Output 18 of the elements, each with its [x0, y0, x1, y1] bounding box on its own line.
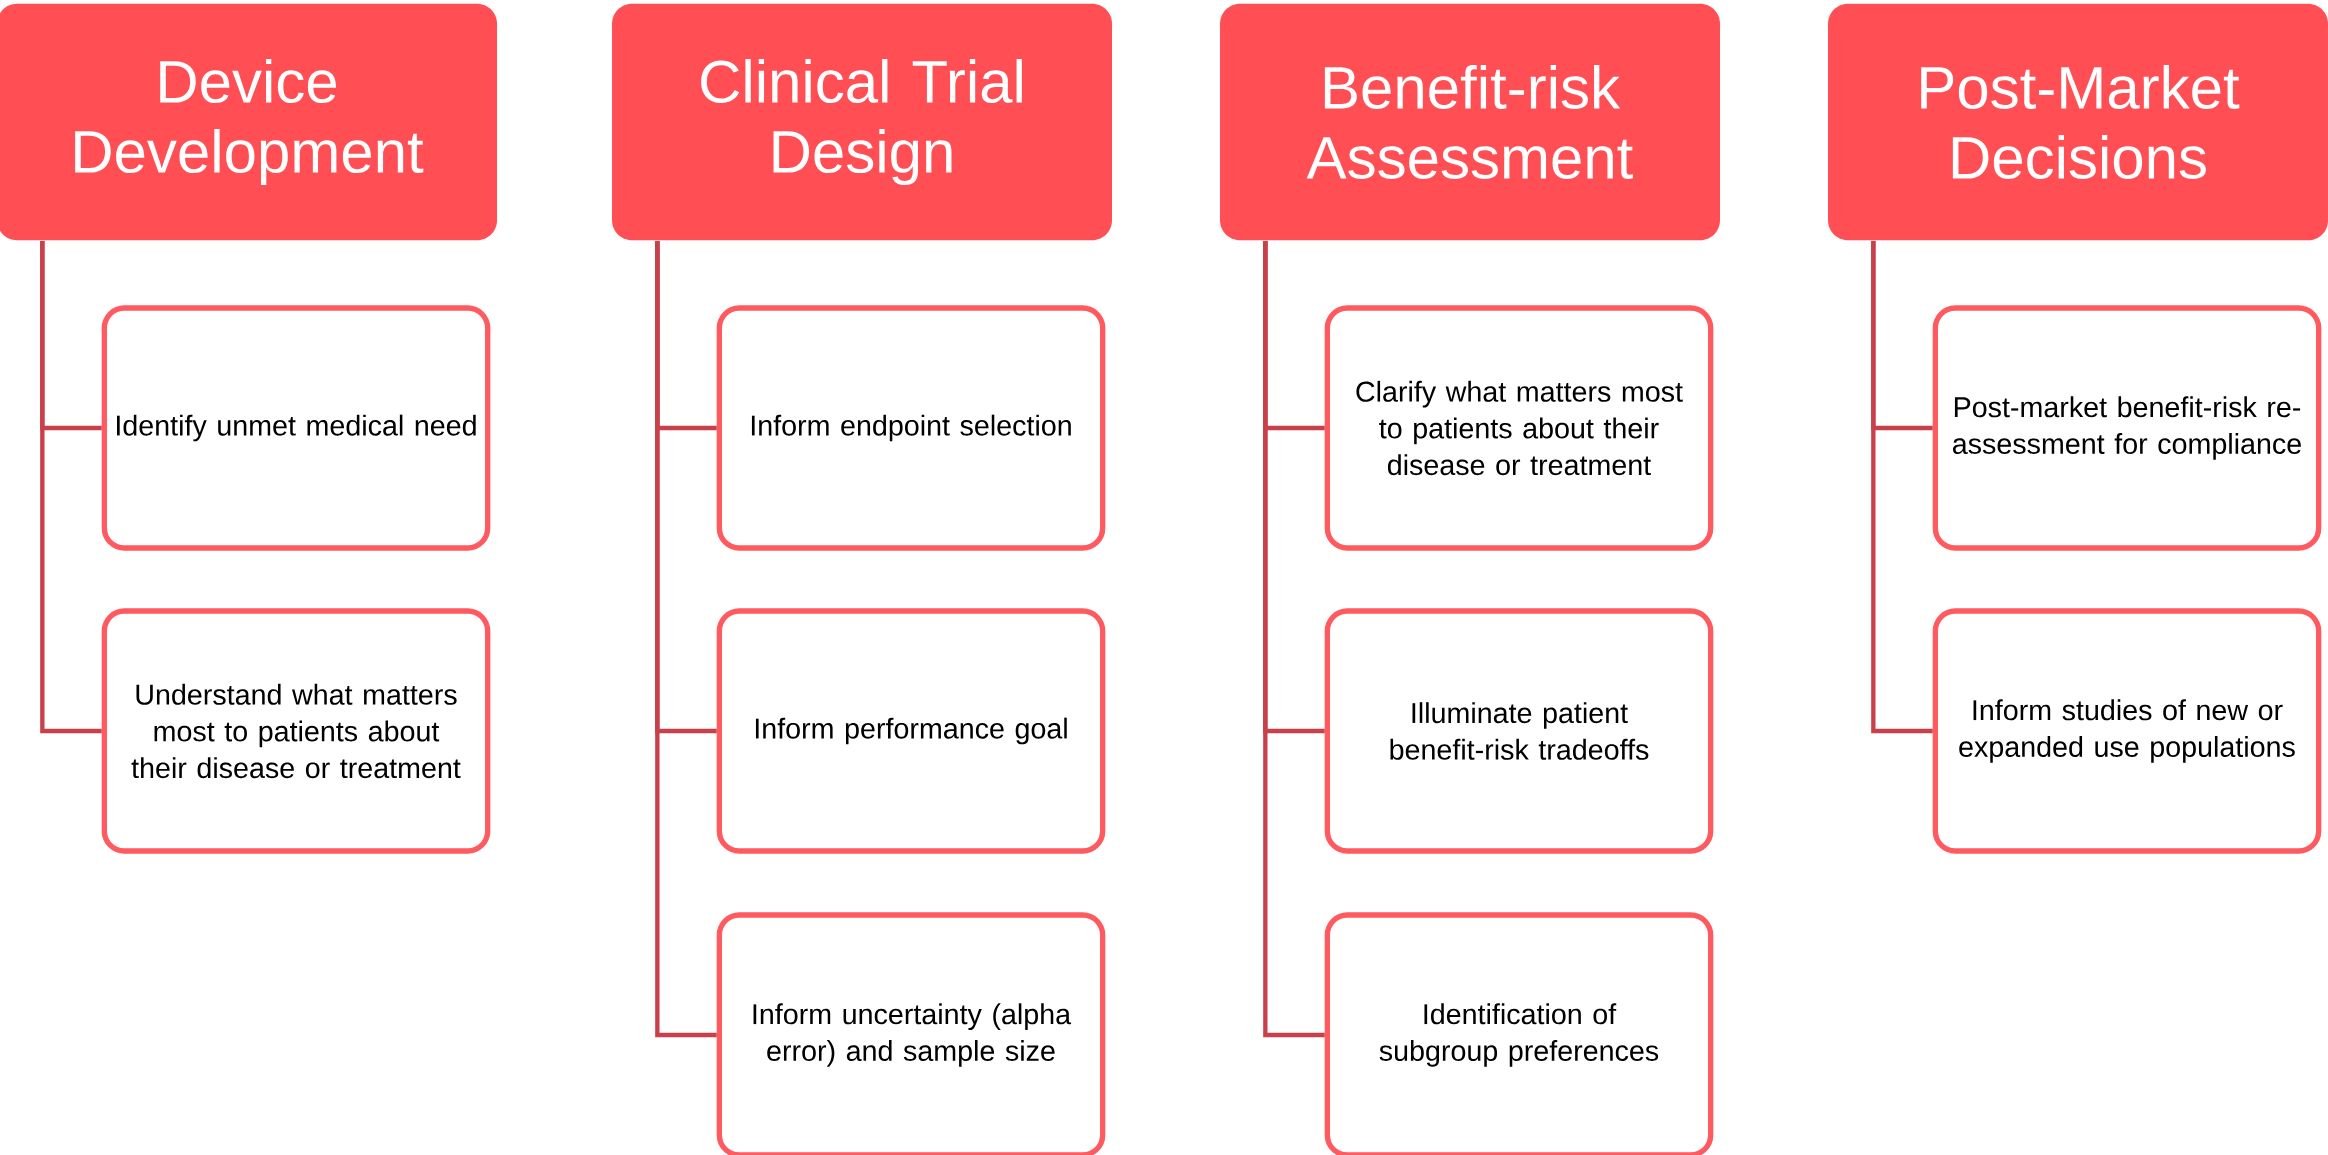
connector-line — [1871, 241, 1933, 734]
connector-line — [40, 241, 102, 734]
header-box: Benefit-risk Assessment — [1220, 3, 1720, 241]
header-box: Clinical Trial Design — [612, 3, 1112, 241]
item-box: Clarify what matters most to patients about their disease or treatment — [1324, 305, 1714, 551]
item-box: Understand what matters most to patients about their disease or treatment — [101, 608, 491, 854]
item-box: Inform studies of new or expanded use populations — [1932, 608, 2322, 854]
item-box: Identify unmet medical need — [101, 305, 491, 551]
header-box: Post-Market Decisions — [1828, 3, 2328, 241]
header-box: Device Development — [0, 3, 497, 241]
item-box: Inform endpoint selection — [716, 305, 1106, 551]
connector-line — [655, 241, 717, 1038]
item-box: Inform performance goal — [716, 608, 1106, 854]
connector-line — [1263, 241, 1325, 1038]
item-box: Post-market benefit-risk re-assessment for compliance — [1932, 305, 2322, 551]
item-box: Illuminate patient benefit-risk tradeoffs — [1324, 608, 1714, 854]
item-box: Inform uncertainty (alpha error) and sample size — [716, 912, 1106, 1155]
item-box: Identification of subgroup preferences — [1324, 912, 1714, 1155]
